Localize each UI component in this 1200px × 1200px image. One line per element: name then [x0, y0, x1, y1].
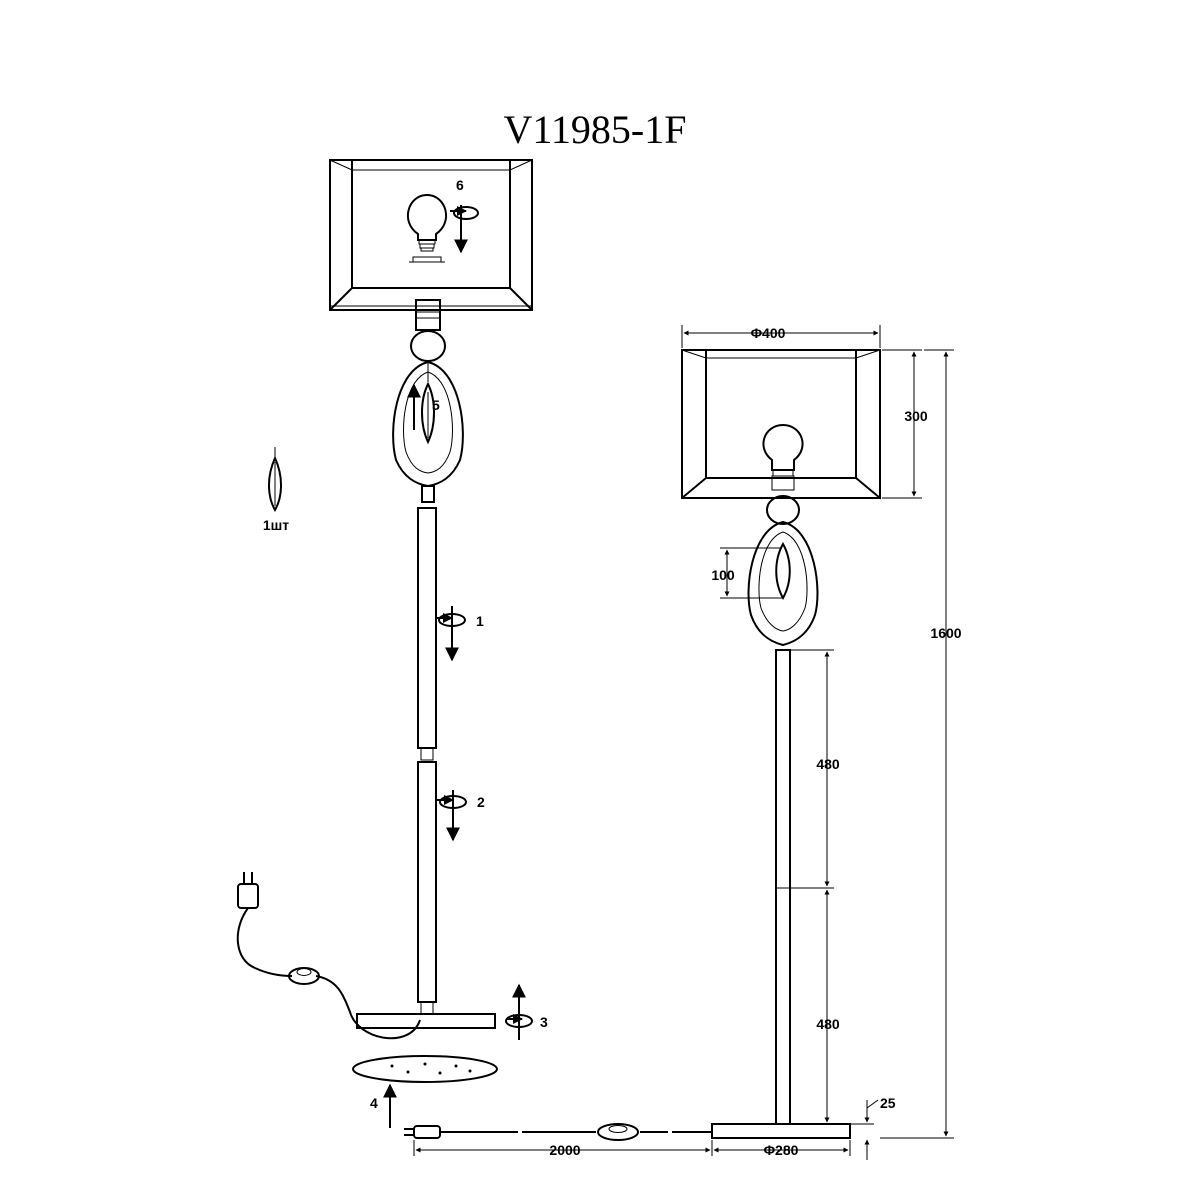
base-plate-exploded: [356, 1013, 496, 1029]
step-6-label: 6: [456, 177, 464, 193]
base-assembled: [711, 1123, 851, 1139]
dim-total-height-label: 1600: [930, 625, 961, 641]
assembled-view: Φ400 300 1600 100 480: [404, 325, 962, 1160]
dim-shade-height-label: 300: [904, 408, 928, 424]
step-5-label: 5: [432, 397, 440, 413]
dim-shade-height: [882, 349, 922, 499]
step-1-label: 1: [476, 613, 484, 629]
frame-connector: [421, 485, 435, 503]
step-6-arrows: [450, 205, 479, 254]
dim-upper-rod-label: 480: [816, 756, 840, 772]
dim-base-height: [850, 1099, 879, 1160]
lampshade-exploded: [329, 159, 533, 311]
dim-base-diameter-label: Φ280: [764, 1142, 799, 1158]
dim-crystal-length-label: 100: [711, 567, 735, 583]
dim-upper-rod: [790, 649, 834, 889]
dim-lower-rod-label: 480: [816, 1016, 840, 1032]
ball-joint-assembled: [766, 495, 800, 525]
lampshade-assembled: [681, 349, 881, 499]
dim-crystal-length: [720, 547, 782, 599]
dim-lower-rod: [790, 889, 834, 1125]
oval-frame-assembled: [747, 520, 819, 647]
step-2-label: 2: [477, 794, 485, 810]
lower-rod-exploded: [417, 761, 437, 1003]
bulb-icon: [407, 193, 447, 263]
dim-total-height: [880, 349, 954, 1139]
felt-pad: [352, 1055, 498, 1083]
dim-cable-length: [413, 1140, 713, 1156]
dim-cable-length-label: 2000: [549, 1142, 580, 1158]
power-cable-assembled: [404, 1123, 712, 1141]
dim-base-height-label: 25: [880, 1095, 896, 1111]
dim-shade-diameter-label: Φ400: [751, 325, 786, 341]
crystal-icon: [268, 447, 282, 512]
step-1-arrows: [436, 606, 466, 662]
step-4-label: 4: [370, 1095, 378, 1111]
oval-frame-exploded: [392, 360, 464, 488]
upper-rod-exploded: [417, 507, 437, 749]
plug-icon: [237, 872, 259, 909]
bulb-assembled: [762, 423, 804, 491]
rod-assembled: [775, 649, 791, 1125]
exploded-view: 6 5 1: [236, 159, 548, 1128]
model-title: V11985-1F: [504, 107, 687, 152]
crystal-quantity: 1шт: [263, 517, 289, 533]
step-2-arrows: [437, 790, 467, 842]
step-3-label: 3: [540, 1014, 548, 1030]
power-cable-exploded: [236, 907, 421, 1040]
dim-shade-diameter: [681, 325, 881, 348]
dim-base-diameter: [713, 1140, 851, 1156]
step-3-arrows: [505, 983, 533, 1040]
